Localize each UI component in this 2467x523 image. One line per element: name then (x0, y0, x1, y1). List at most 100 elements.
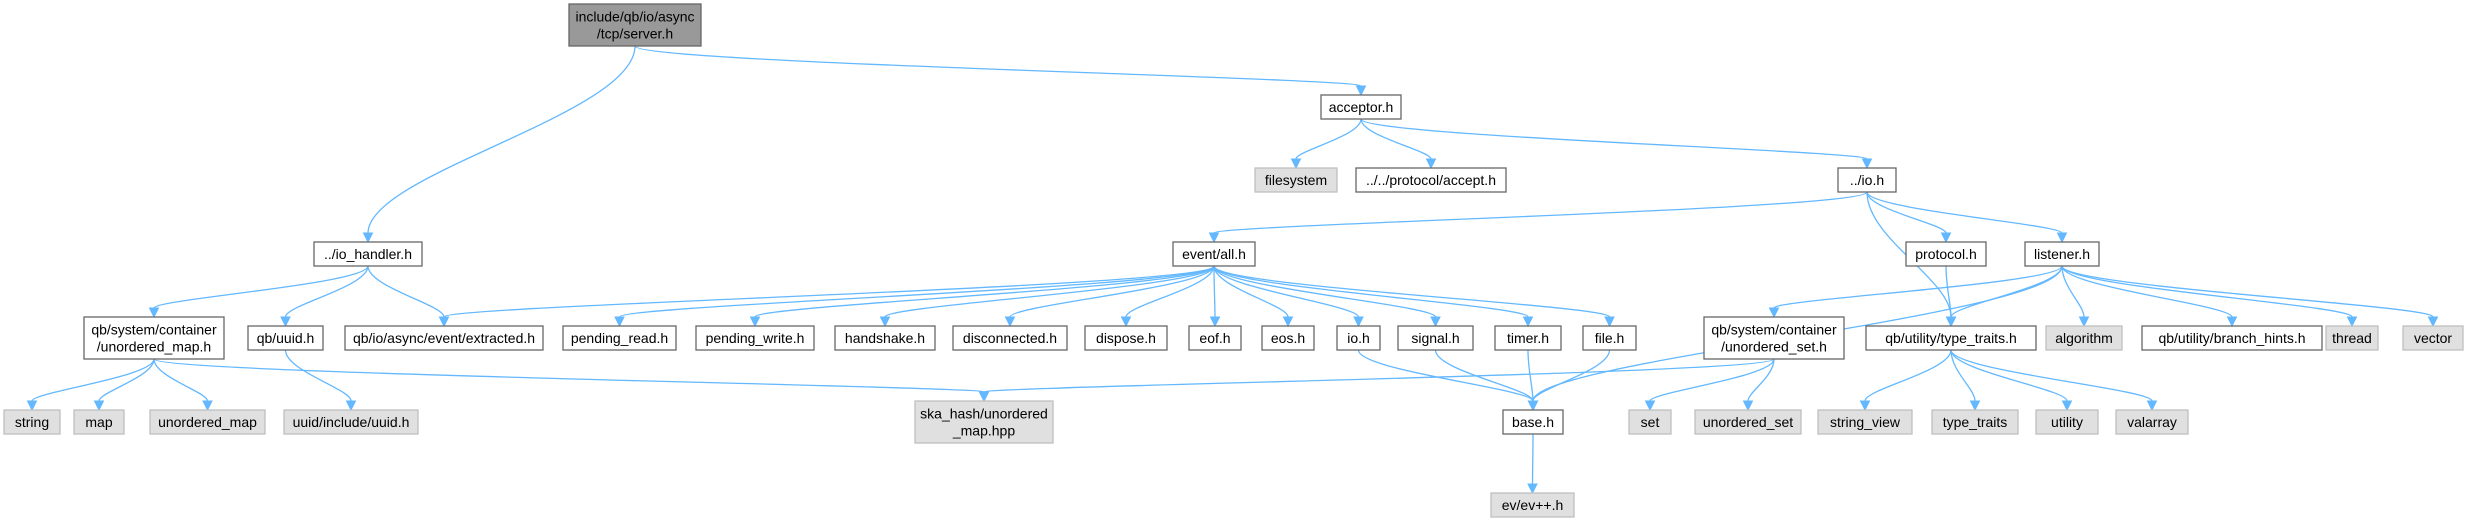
node-base-h[interactable]: base.h (1502, 409, 1564, 435)
node-include-qb-io-async-tcp-server-h[interactable]: include/qb/io/async/tcp/server.h (568, 3, 702, 47)
node-label: include/qb/io/async (575, 9, 694, 25)
edge-listener-to-branch_hints (2061, 265, 2238, 328)
node-box (283, 409, 419, 435)
edge-server-to-io_handler (362, 45, 636, 244)
node-file-h[interactable]: file.h (1582, 325, 1637, 351)
edge-unordered_set_h-to-unordered_set (1742, 358, 1775, 412)
node-ev-ev-h: ev/ev++.h (1490, 492, 1575, 518)
node-label: string_view (1830, 414, 1901, 430)
node-valarray: valarray (2115, 409, 2189, 435)
node-label: qb/utility/type_traits.h (1885, 330, 2017, 346)
node-pending-write-h[interactable]: pending_write.h (695, 325, 815, 351)
node-box (1172, 241, 1256, 267)
node-listener-h[interactable]: listener.h (2024, 241, 2100, 267)
node-label: vector (2414, 330, 2452, 346)
node-vector: vector (2402, 325, 2464, 351)
node-box (83, 316, 225, 360)
node-box (1628, 409, 1672, 435)
node-label: eos.h (1271, 330, 1305, 346)
edge-io_handler-to-unordered_map_h (148, 265, 369, 319)
node-box (1336, 325, 1381, 351)
node-qb-utility-type-traits-h[interactable]: qb/utility/type_traits.h (1865, 325, 2037, 351)
edge-eventall-to-timer (1213, 265, 1534, 328)
node-string-view: string_view (1817, 409, 1913, 435)
node-unordered-map: unordered_map (149, 409, 266, 435)
node-box (1254, 167, 1338, 193)
node-label: qb/io/async/event/extracted.h (353, 330, 535, 346)
node-type-traits: type_traits (1931, 409, 2019, 435)
edge-unordered_set_h-to-set (1644, 358, 1775, 412)
node-box (1865, 325, 2037, 351)
node-label: acceptor.h (1329, 99, 1394, 115)
node-label: unordered_set (1703, 414, 1793, 430)
node-label: type_traits (1943, 414, 2008, 430)
node-disconnected-h[interactable]: disconnected.h (952, 325, 1068, 351)
node-eos-h[interactable]: eos.h (1261, 325, 1315, 351)
edge-ioh-to-base (1357, 349, 1539, 412)
node-label: disconnected.h (963, 330, 1057, 346)
edge-eventall-to-extracted (438, 265, 1215, 328)
node-label: uuid/include/uuid.h (293, 414, 410, 430)
node-io-handler-h[interactable]: ../io_handler.h (313, 241, 423, 267)
node-utility: utility (2035, 409, 2099, 435)
node-box (1837, 167, 1897, 193)
node-box (313, 241, 423, 267)
node-string: string (3, 409, 61, 435)
node-label: ../io.h (1850, 172, 1884, 188)
node-protocol-accept-h[interactable]: ../../protocol/accept.h (1355, 167, 1507, 193)
node-label: qb/uuid.h (257, 330, 315, 346)
node-box (562, 325, 677, 351)
node-box (2035, 409, 2099, 435)
node-signal-h[interactable]: signal.h (1397, 325, 1474, 351)
node-box (2141, 325, 2323, 351)
node-box (149, 409, 266, 435)
node-box (1320, 94, 1402, 120)
node-label: qb/system/container (1711, 322, 1837, 338)
edge-type_traits_h-to-utility (1950, 349, 2073, 412)
node-label: eof.h (1199, 330, 1230, 346)
node-label: filesystem (1265, 172, 1327, 188)
node-box (247, 325, 324, 351)
node-box (568, 3, 702, 47)
node-box (914, 400, 1054, 444)
node-label: pending_read.h (571, 330, 668, 346)
edge-type_traits_h-to-string_view (1859, 349, 1952, 412)
node-qb-io-async-event-extracted-h[interactable]: qb/io/async/event/extracted.h (344, 325, 544, 351)
node-algorithm: algorithm (2045, 325, 2123, 351)
node-qb-system-container-unordered-map-h[interactable]: qb/system/container/unordered_map.h (83, 316, 225, 360)
node-label: signal.h (1411, 330, 1459, 346)
node-io-h[interactable]: io.h (1336, 325, 1381, 351)
edge-io-to-listener (1866, 191, 2068, 244)
node-label: ev/ev++.h (1502, 497, 1564, 513)
node-eof-h[interactable]: eof.h (1188, 325, 1242, 351)
edge-acceptor-to-filesystem (1290, 118, 1362, 170)
node-label: event/all.h (1182, 246, 1246, 262)
node-box (1694, 409, 1802, 435)
edge-eventall-to-dispose (1120, 265, 1215, 328)
node-qb-system-container-unordered-set-h[interactable]: qb/system/container/unordered_set.h (1703, 316, 1845, 360)
node-pending-read-h[interactable]: pending_read.h (562, 325, 677, 351)
node-label: map (85, 414, 112, 430)
node-handshake-h[interactable]: handshake.h (834, 325, 936, 351)
node-box (2115, 409, 2189, 435)
node-protocol-h[interactable]: protocol.h (1905, 241, 1987, 267)
node-box (1355, 167, 1507, 193)
node-dispose-h[interactable]: dispose.h (1084, 325, 1168, 351)
node-box (2024, 241, 2100, 267)
node-timer-h[interactable]: timer.h (1494, 325, 1562, 351)
node-box (1188, 325, 1242, 351)
node-box (1582, 325, 1637, 351)
edge-file-to-base (1527, 349, 1611, 412)
node-box (1084, 325, 1168, 351)
node-io-h[interactable]: ../io.h (1837, 167, 1897, 193)
node-box (1494, 325, 1562, 351)
edge-eventall-to-ioh (1213, 265, 1364, 328)
edge-eventall-to-pending_read (614, 265, 1215, 328)
node-event-all-h[interactable]: event/all.h (1172, 241, 1256, 267)
node-box (3, 409, 61, 435)
node-qb-uuid-h[interactable]: qb/uuid.h (247, 325, 324, 351)
edge-listener-to-unordered_set_h (1768, 265, 2063, 319)
node-label: thread (2332, 330, 2372, 346)
node-qb-utility-branch-hints-h[interactable]: qb/utility/branch_hints.h (2141, 325, 2323, 351)
node-acceptor-h[interactable]: acceptor.h (1320, 94, 1402, 120)
